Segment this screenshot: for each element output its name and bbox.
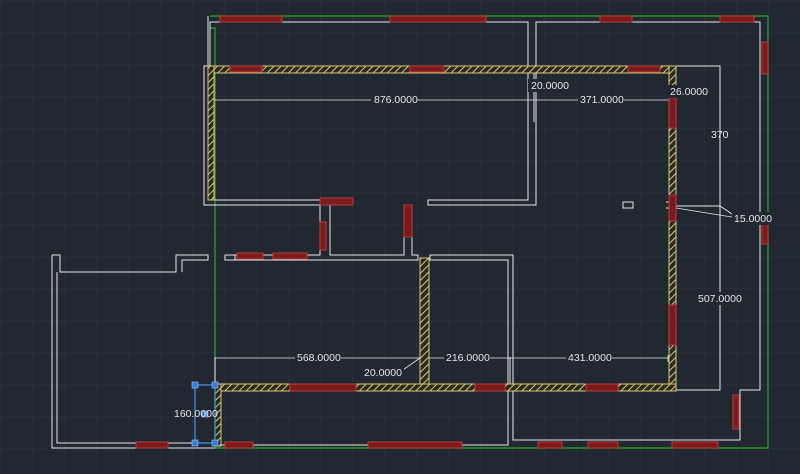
grip-handle[interactable] — [211, 381, 219, 389]
dim-label-431: 431.0000 — [568, 352, 612, 364]
dim-label-20-low: 20.0000 — [364, 367, 402, 379]
grip-handle[interactable] — [211, 439, 219, 447]
label-bg — [444, 351, 490, 364]
dim-label-160: 160.0000 — [174, 408, 218, 420]
label-bg — [528, 79, 570, 92]
label-bg — [362, 366, 404, 379]
dim-label-20-top: 20.0000 — [531, 80, 569, 92]
label-bg — [371, 93, 417, 106]
dim-label-15: 15.0000 — [734, 213, 772, 225]
label-bg — [566, 351, 612, 364]
grip-handle[interactable] — [201, 410, 209, 418]
site-boundary — [210, 15, 769, 449]
grip-handle[interactable] — [191, 439, 199, 447]
label-bg — [578, 93, 624, 106]
dim-label-26: 26.0000 — [670, 86, 708, 98]
dim-label-568: 568.0000 — [297, 352, 341, 364]
grip-handle[interactable] — [191, 381, 199, 389]
selected-dimension[interactable] — [191, 381, 219, 447]
dim-label-876: 876.0000 — [374, 94, 418, 106]
wall-openings — [135, 15, 769, 449]
label-bg — [295, 351, 341, 364]
dim-label-216: 216.0000 — [446, 352, 490, 364]
dim-label-371: 371.0000 — [580, 94, 624, 106]
label-bg — [696, 292, 742, 305]
dim-label-370: 370 — [711, 129, 729, 141]
label-bg — [732, 212, 774, 225]
dim-label-507: 507.0000 — [698, 293, 742, 305]
label-bg — [668, 85, 710, 98]
